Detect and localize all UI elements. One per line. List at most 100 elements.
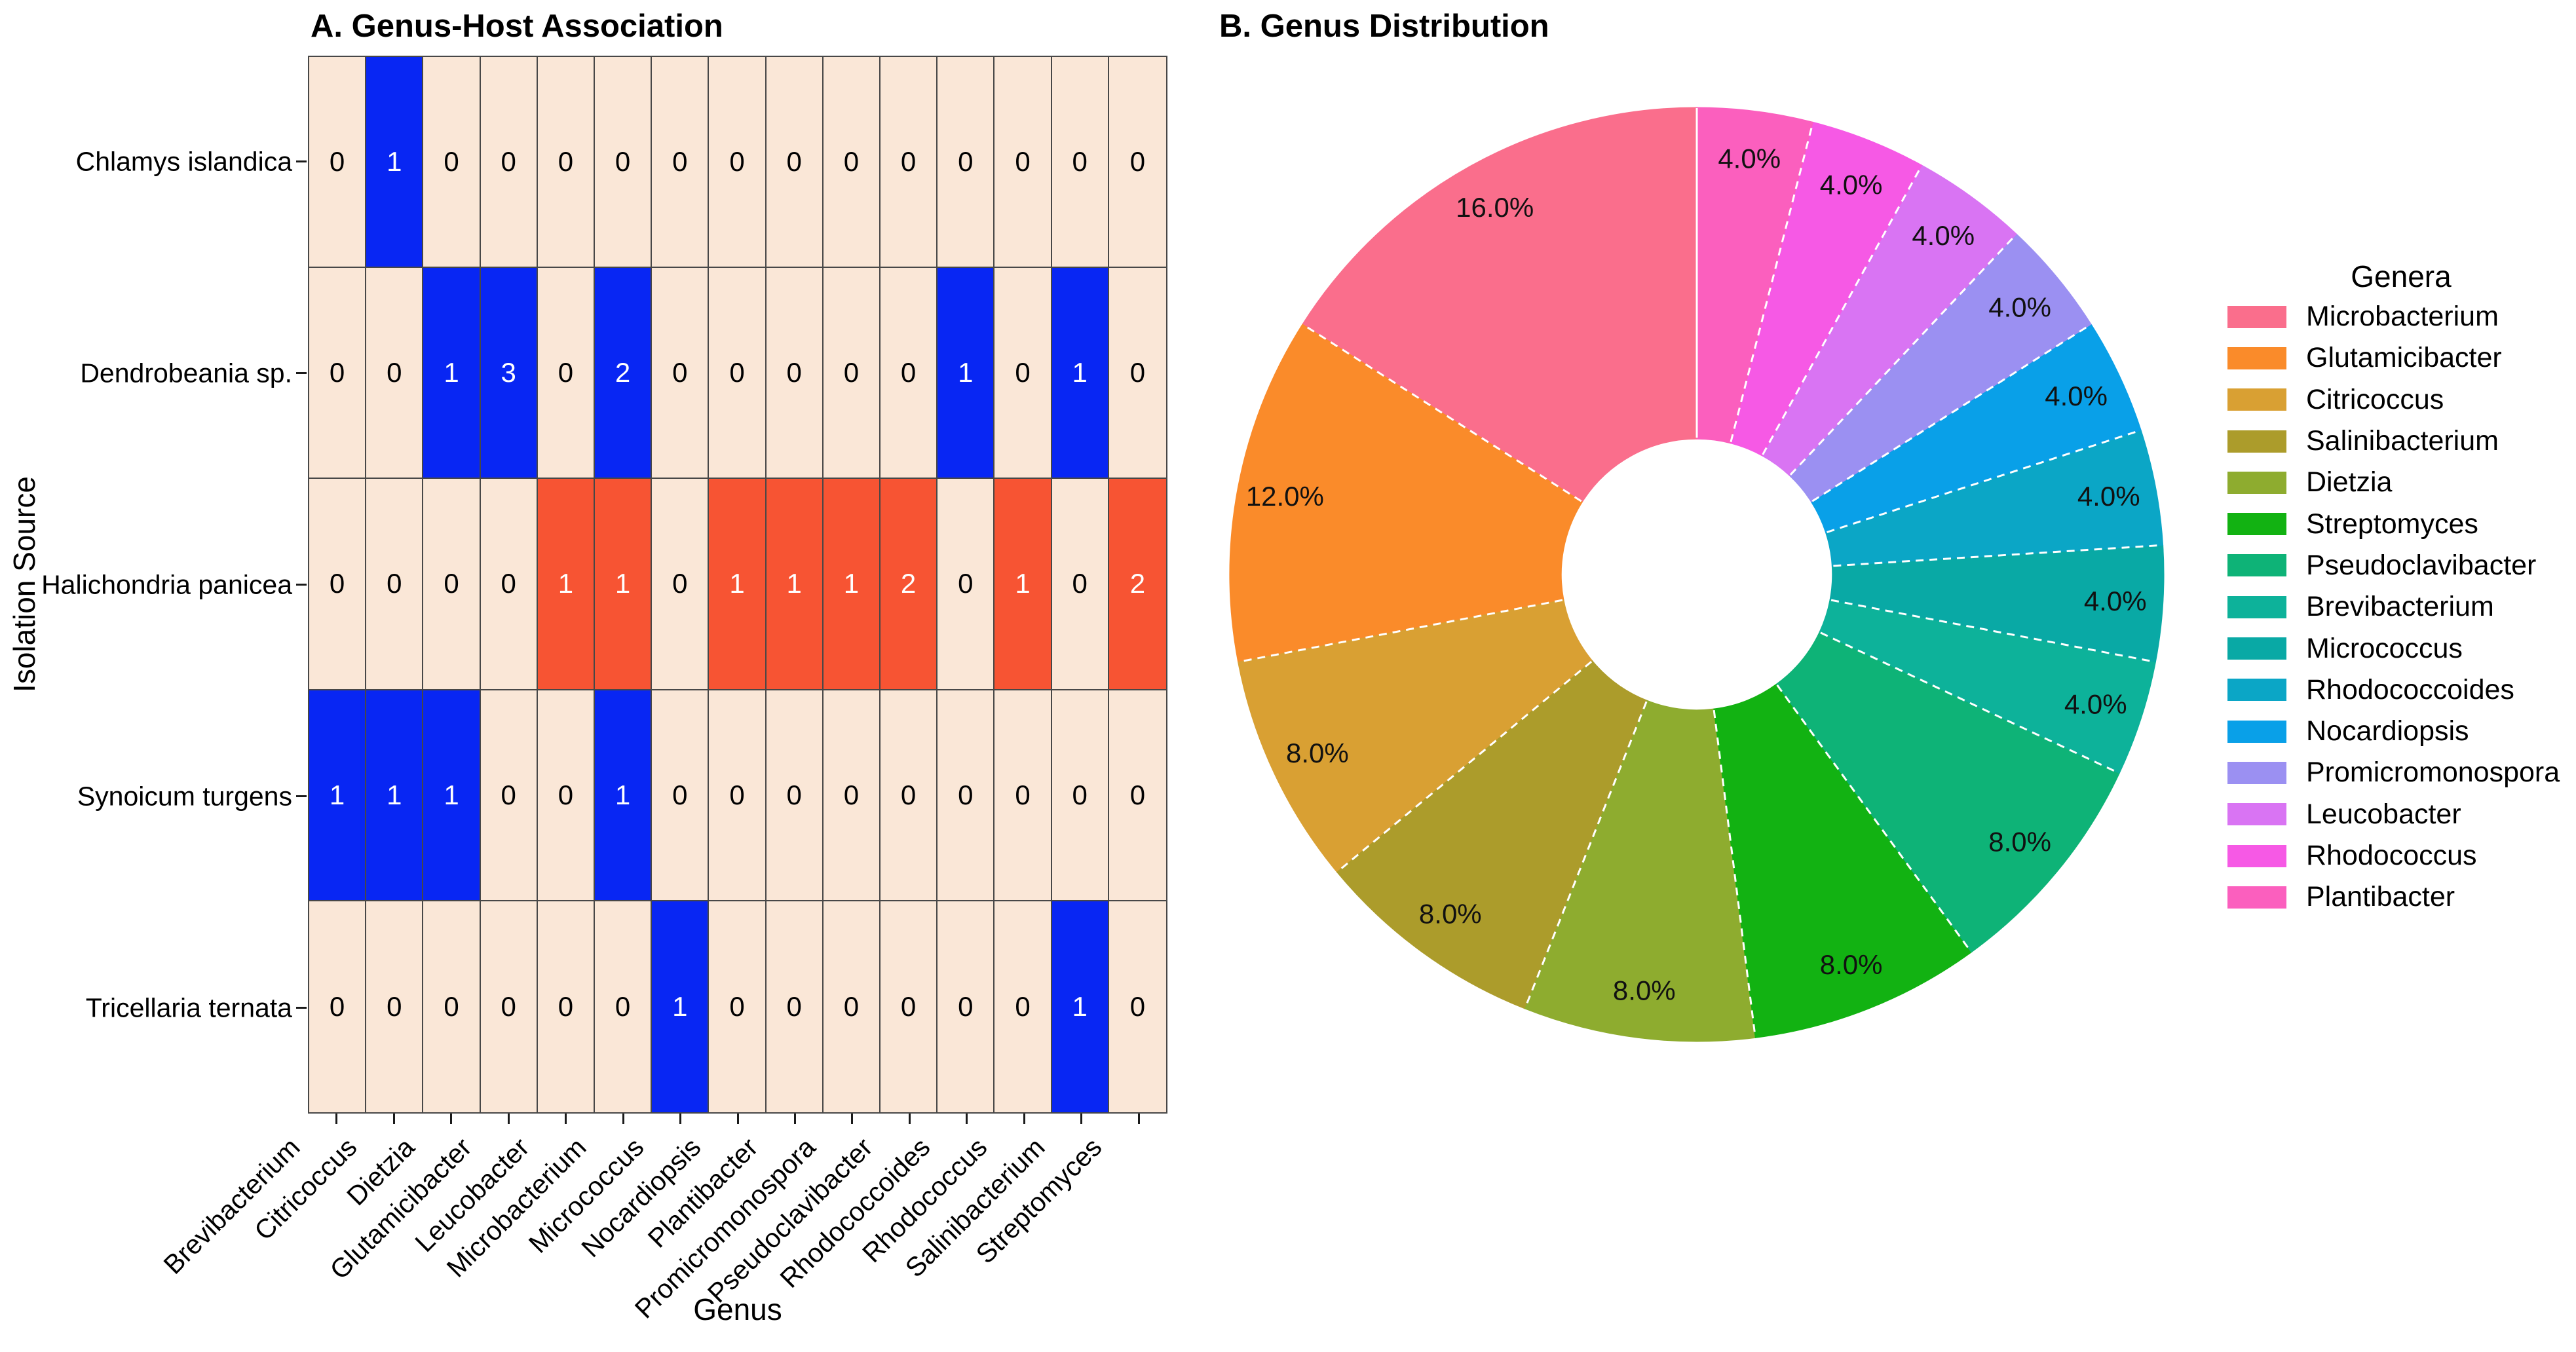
pie-percent-label: 8.0% <box>1286 738 1349 768</box>
heatmap-cell: 0 <box>766 901 824 1112</box>
heatmap-cell: 0 <box>709 268 767 479</box>
heatmap-cell: 0 <box>938 57 995 269</box>
x-axis-tick <box>507 1114 510 1124</box>
heatmap-cell: 1 <box>652 901 710 1112</box>
y-axis-tick <box>296 584 307 586</box>
heatmap-cell: 0 <box>766 268 824 479</box>
pie-slice <box>1775 631 2120 953</box>
x-axis-tick <box>450 1114 453 1124</box>
heatmap-cell: 0 <box>823 268 881 479</box>
legend-swatch <box>2227 761 2286 784</box>
x-axis-tick <box>622 1114 624 1124</box>
y-axis-tick <box>296 372 307 374</box>
heatmap-cell: 0 <box>938 479 995 690</box>
legend-label: Nocardiopsis <box>2306 715 2469 747</box>
heatmap-cell: 0 <box>366 268 424 479</box>
legend-label: Rhodococcus <box>2306 840 2477 871</box>
heatmap-cell: 0 <box>480 901 538 1112</box>
pie-percent-label: 12.0% <box>1246 481 1324 512</box>
legend-item: Microbacterium <box>2227 296 2560 337</box>
heatmap-cell: 0 <box>594 901 653 1112</box>
heatmap-cell: 0 <box>1108 901 1166 1112</box>
legend-item: Glutamicibacter <box>2227 337 2560 379</box>
legend-item: Leucobacter <box>2227 794 2560 835</box>
heatmap-cell: 1 <box>823 479 881 690</box>
heatmap-cell: 0 <box>309 57 367 269</box>
pie-percent-label: 8.0% <box>1419 899 1482 930</box>
heatmap-cell: 0 <box>1051 690 1109 901</box>
heatmap-cell: 0 <box>652 479 710 690</box>
legend-swatch <box>2227 844 2286 867</box>
heatmap-cell: 0 <box>994 690 1052 901</box>
x-axis-tick <box>392 1114 395 1124</box>
pie-percent-label: 8.0% <box>1820 949 1883 980</box>
heatmap-cell: 1 <box>1051 268 1109 479</box>
x-axis-tick <box>1023 1114 1025 1124</box>
heatmap-cell: 0 <box>366 479 424 690</box>
legend-title: Genera <box>2351 259 2452 293</box>
heatmap-cell: 1 <box>594 690 653 901</box>
heatmap-cell: 1 <box>309 690 367 901</box>
x-axis-tick <box>793 1114 796 1124</box>
legend-item: Nocardiopsis <box>2227 711 2560 752</box>
legend-swatch <box>2227 388 2286 411</box>
legend-swatch <box>2227 679 2286 702</box>
heatmap-cell: 0 <box>1108 690 1166 901</box>
x-axis-tick <box>736 1114 739 1124</box>
x-axis-tick <box>679 1114 682 1124</box>
x-axis-tick <box>1137 1114 1140 1124</box>
pie-slice <box>1524 700 1756 1042</box>
heatmap-cell: 0 <box>537 901 595 1112</box>
heatmap-cell: 0 <box>423 479 481 690</box>
heatmap-cell: 0 <box>880 901 938 1112</box>
legend-item: Rhodococcoides <box>2227 669 2560 711</box>
heatmap-cell: 0 <box>709 57 767 269</box>
x-axis-tick <box>851 1114 854 1124</box>
heatmap-cell: 0 <box>480 690 538 901</box>
pie-percent-label: 8.0% <box>1988 827 2051 857</box>
heatmap-cell: 0 <box>423 57 481 269</box>
heatmap-cell: 0 <box>537 268 595 479</box>
heatmap-cell: 0 <box>537 690 595 901</box>
heatmap-cell: 0 <box>938 690 995 901</box>
x-axis-tick <box>565 1114 567 1124</box>
y-axis-tick-label: Tricellaria ternata <box>85 992 292 1023</box>
pie-slice <box>1713 683 1972 1038</box>
pie-percent-label: 4.0% <box>2045 381 2108 411</box>
legend-item: Dietzia <box>2227 462 2560 503</box>
heatmap-cell: 0 <box>880 57 938 269</box>
legend-item: Salinibacterium <box>2227 421 2560 462</box>
legend-item: Plantibacter <box>2227 876 2560 918</box>
heatmap-cell: 1 <box>366 57 424 269</box>
heatmap-cell: 1 <box>594 479 653 690</box>
legend-label: Dietzia <box>2306 466 2393 498</box>
pie-percent-label: 4.0% <box>2077 481 2140 512</box>
panel-b-title: B. Genus Distribution <box>1219 9 1549 44</box>
heatmap-cell: 0 <box>480 479 538 690</box>
x-axis-tick <box>335 1114 338 1124</box>
pie-slice <box>1696 107 1813 444</box>
heatmap-cell: 0 <box>938 901 995 1112</box>
heatmap-cell: 0 <box>823 690 881 901</box>
heatmap-cell: 0 <box>309 268 367 479</box>
x-axis-tick <box>1080 1114 1083 1124</box>
heatmap-cell: 0 <box>1051 479 1109 690</box>
heatmap-cell: 2 <box>880 479 938 690</box>
donut-chart: 16.0%12.0%8.0%8.0%8.0%8.0%8.0%4.0%4.0%4.… <box>1229 107 2165 1042</box>
legend-item: Streptomyces <box>2227 503 2560 544</box>
heatmap-cell: 0 <box>880 268 938 479</box>
legend-item: Promicromonospora <box>2227 752 2560 793</box>
heatmap-cell: 0 <box>594 57 653 269</box>
heatmap-cell: 3 <box>480 268 538 479</box>
legend-label: Citricoccus <box>2306 383 2444 415</box>
legend-label: Brevibacterium <box>2306 591 2494 623</box>
heatmap-cell: 1 <box>709 479 767 690</box>
heatmap-cell: 0 <box>366 901 424 1112</box>
y-axis-tick <box>296 1007 307 1009</box>
x-axis-tick <box>966 1114 968 1124</box>
heatmap-cell: 0 <box>1051 57 1109 269</box>
legend-swatch <box>2227 595 2286 618</box>
heatmap-cell: 0 <box>652 268 710 479</box>
heatmap-cell: 0 <box>766 57 824 269</box>
